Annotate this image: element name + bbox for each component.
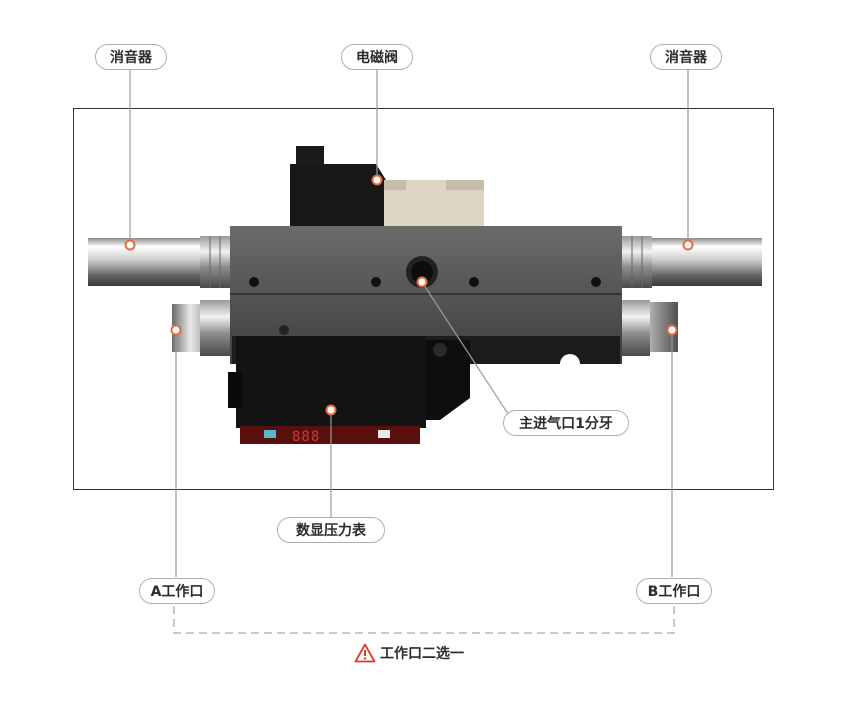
marker-silencer-left [124, 239, 136, 251]
marker-solenoid-valve [371, 174, 383, 186]
callout-main-inlet: 主进气口1分牙 [503, 410, 629, 436]
gauge-digits: 888 [292, 429, 320, 445]
fitting-port-a [172, 300, 234, 356]
silencer-left [88, 236, 232, 288]
marker-port-a [170, 324, 182, 336]
callout-solenoid-valve: 电磁阀 [341, 44, 413, 70]
marker-silencer-right [682, 239, 694, 251]
warning-text: 工作口二选一 [380, 646, 464, 662]
digital-gauge: 888 [228, 336, 470, 445]
solenoid-valve [290, 146, 484, 228]
callout-silencer-left: 消音器 [95, 44, 167, 70]
callout-port-b: B工作口 [636, 578, 712, 604]
silencer-right [620, 236, 762, 288]
warning-note: 工作口二选一 [354, 640, 464, 666]
dashed-link [173, 606, 675, 634]
marker-port-b [666, 324, 678, 336]
marker-main-inlet [416, 276, 428, 288]
leader-lines [129, 70, 689, 577]
warning-triangle-icon [354, 643, 376, 663]
markers [124, 174, 694, 416]
callout-port-a: A工作口 [139, 578, 215, 604]
callout-silencer-right: 消音器 [650, 44, 722, 70]
callout-digital-gauge: 数显压力表 [277, 517, 385, 543]
photo-frame [73, 108, 774, 490]
marker-digital-gauge [325, 404, 337, 416]
